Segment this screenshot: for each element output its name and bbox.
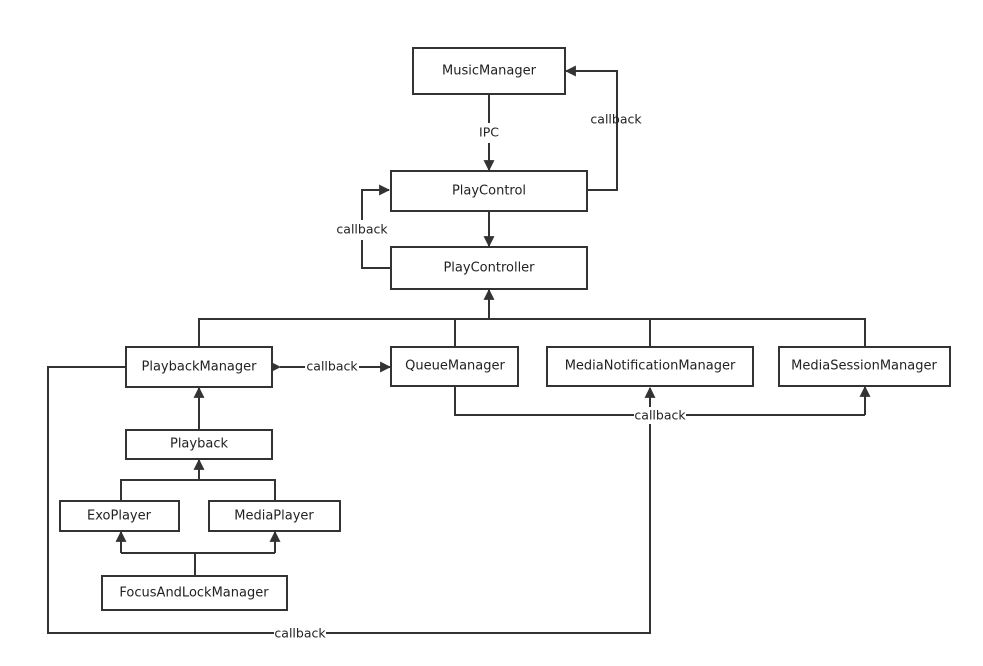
ipc-label: IPC [479,125,499,140]
callback-music-label: callback [590,112,642,127]
node-playback-label: Playback [170,437,228,452]
node-playback: Playback [125,429,273,460]
edge-queue-callback-path [454,386,865,416]
node-play-controller-label: PlayController [443,261,535,276]
callback-queue-session-label: callback [634,408,686,423]
node-exo-player-label: ExoPlayer [87,509,152,524]
node-media-session-manager-label: MediaSessionManager [791,359,937,374]
callback-bottom-label: callback [274,626,326,641]
node-media-notification-manager-label: MediaNotificationManager [565,359,736,374]
edge-bottom-callback [47,366,656,634]
node-playback-manager-label: PlaybackManager [142,360,258,375]
callback-playback-queue-label: callback [306,359,358,374]
node-music-manager-label: MusicManager [442,64,537,79]
node-exo-player: ExoPlayer [59,500,180,532]
edge-callback-to-music-manager [564,65,618,191]
manager-bus [198,318,866,347]
node-play-control-label: PlayControl [452,184,526,199]
node-play-controller: PlayController [390,246,588,290]
node-media-notification-manager: MediaNotificationManager [546,346,754,387]
node-queue-manager-label: QueueManager [405,359,505,374]
node-focus-and-lock-manager-label: FocusAndLockManager [119,586,269,601]
callback-playback-queue-label-bg [305,358,359,376]
callback-play-control-label-bg [336,220,388,240]
node-media-player-label: MediaPlayer [234,509,314,524]
players-bus [120,479,276,501]
node-music-manager: MusicManager [412,47,566,95]
callback-bottom-label-bg [274,625,326,642]
ipc-label-bg [475,123,503,143]
callback-queue-session-label-bg [634,407,686,424]
node-playback-manager: PlaybackManager [125,346,273,388]
node-media-player: MediaPlayer [208,500,341,532]
node-media-session-manager: MediaSessionManager [778,346,951,387]
node-queue-manager: QueueManager [390,346,519,387]
node-focus-and-lock-manager: FocusAndLockManager [101,575,288,611]
callback-play-control-label: callback [336,222,388,237]
node-play-control: PlayControl [390,170,588,212]
